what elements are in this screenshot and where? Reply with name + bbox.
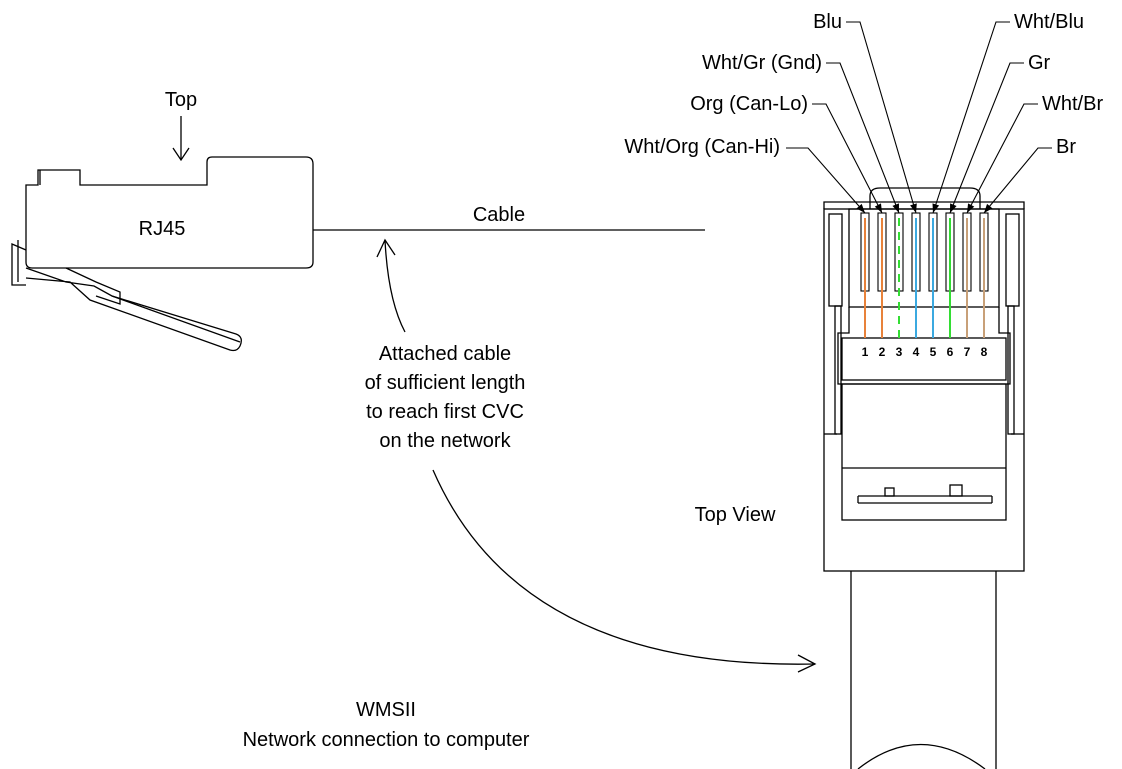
top-arrow (172, 116, 190, 162)
pin-4: 4 (911, 212, 921, 359)
pin-number: 7 (964, 345, 971, 359)
cable-note-arrow-up (376, 238, 406, 333)
leader-pin-4 (846, 21, 917, 214)
pin-number: 1 (862, 345, 869, 359)
wire-label-pin6: Gr (1028, 52, 1051, 74)
pin-7: 7 (962, 212, 972, 359)
wire-labels: Wht/Org (Can-Hi) Org (Can-Lo) Wht/Gr (Gn… (624, 11, 1103, 158)
pin-number: 8 (981, 345, 988, 359)
cable-label: Cable (473, 204, 525, 226)
wire-label-pin7: Wht/Br (1042, 93, 1103, 115)
pin-5: 5 (928, 212, 938, 359)
cable-note-arrow-right (432, 469, 817, 673)
cable-jacket (850, 571, 997, 769)
cable-note-line-4: on the network (379, 430, 511, 452)
leader-pin-6 (949, 62, 1024, 214)
cable-note: Attached cable of sufficient length to r… (365, 343, 526, 452)
top-label: Top (165, 89, 197, 111)
footer-title: WMSII (356, 699, 416, 721)
wire-label-pin8: Br (1056, 136, 1076, 158)
pin-number: 2 (879, 345, 886, 359)
wire-label-pin1: Wht/Org (Can-Hi) (624, 136, 780, 158)
cable-note-line-3: to reach first CVC (366, 401, 524, 423)
wire-label-pin5: Wht/Blu (1014, 11, 1084, 33)
plug-body-outline (25, 156, 314, 269)
pin-3: 3 (894, 212, 904, 359)
pin-number: 5 (930, 345, 937, 359)
leader-pin-3 (826, 62, 900, 214)
pin-6: 6 (945, 212, 955, 359)
latch-window (857, 484, 993, 504)
cable-note-line-1: Attached cable (379, 343, 511, 365)
cable-note-line-2: of sufficient length (365, 372, 526, 394)
leader-pin-1 (786, 147, 866, 214)
pin-1: 1 (860, 212, 870, 359)
leader-pin-7 (966, 103, 1038, 214)
housing-outline (823, 208, 1025, 572)
footer-subtitle: Network connection to computer (243, 729, 530, 751)
rj45-side-view: RJ45 Top Cable (11, 89, 705, 352)
plug-latch (11, 240, 242, 352)
pin-8: 8 (979, 212, 989, 359)
pin-number: 3 (896, 345, 903, 359)
wire-label-pin2: Org (Can-Lo) (690, 93, 808, 115)
leader-pin-8 (983, 147, 1052, 214)
pin-2: 2 (877, 212, 887, 359)
wire-leaders (786, 21, 1052, 214)
leader-pin-5 (932, 21, 1010, 214)
wire-label-pin4: Blu (813, 11, 842, 33)
pin-number: 6 (947, 345, 954, 359)
wire-label-pin3: Wht/Gr (Gnd) (702, 52, 822, 74)
plug-label: RJ45 (139, 218, 186, 240)
leader-pin-2 (812, 103, 883, 214)
pin-number: 4 (913, 345, 920, 359)
top-view-label: Top View (695, 504, 776, 526)
